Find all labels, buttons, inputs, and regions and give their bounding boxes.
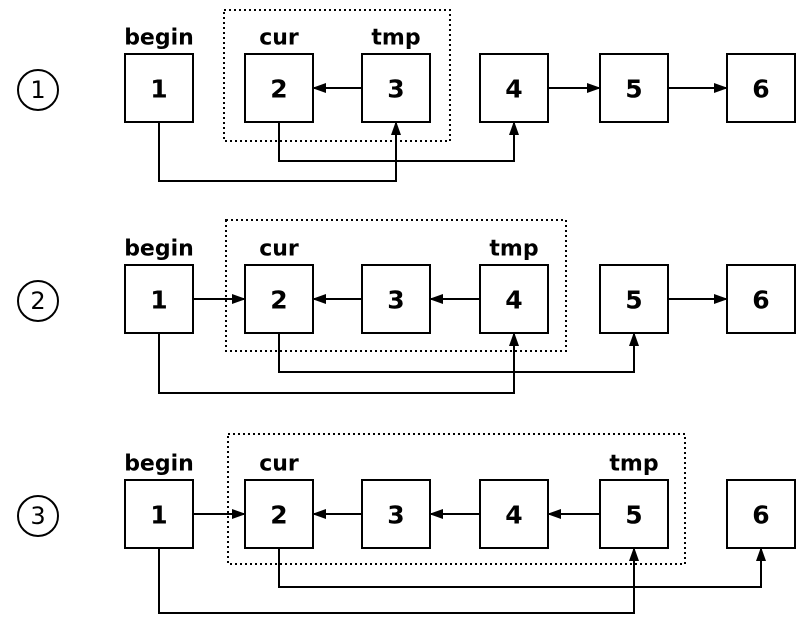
list-node: 2: [244, 53, 314, 123]
list-node: 1: [124, 479, 194, 549]
list-node: 3: [361, 479, 431, 549]
node-value: 4: [505, 501, 522, 530]
list-node: 1: [124, 53, 194, 123]
pointer-label-begin: begin: [124, 452, 194, 477]
window-rect: [227, 433, 686, 565]
node-value: 6: [752, 75, 769, 104]
node-value: 1: [150, 286, 167, 315]
begin-next-arrow: [158, 121, 401, 182]
pointer-label-begin: begin: [124, 237, 194, 262]
node-value: 3: [387, 75, 404, 104]
pointer-label-tmp: tmp: [489, 237, 538, 262]
node-value: 3: [387, 286, 404, 315]
list-node: 4: [479, 479, 549, 549]
list-node: 5: [599, 264, 669, 334]
cur-next-arrow: [278, 332, 639, 373]
step-indicator: 1: [17, 69, 59, 111]
node-value: 5: [625, 501, 642, 530]
node-value: 4: [505, 75, 522, 104]
step-number: 2: [30, 287, 45, 315]
list-node: 6: [726, 479, 796, 549]
list-node: 4: [479, 264, 549, 334]
node-value: 5: [625, 75, 642, 104]
node-value: 3: [387, 501, 404, 530]
step-number: 3: [30, 502, 45, 530]
list-node: 6: [726, 53, 796, 123]
node-value: 6: [752, 501, 769, 530]
cur-next-arrow: [278, 547, 766, 588]
list-node: 5: [599, 53, 669, 123]
pointer-label-cur: cur: [259, 26, 299, 51]
pointer-label-tmp: tmp: [609, 452, 658, 477]
window-rect: [223, 9, 451, 142]
node-value: 4: [505, 286, 522, 315]
node-value: 2: [270, 501, 287, 530]
step-indicator: 3: [17, 495, 59, 537]
node-value: 1: [150, 501, 167, 530]
step-number: 1: [30, 76, 45, 104]
node-value: 6: [752, 286, 769, 315]
list-node: 2: [244, 264, 314, 334]
begin-next-arrow: [158, 547, 639, 614]
list-node: 2: [244, 479, 314, 549]
list-node: 1: [124, 264, 194, 334]
step-indicator: 2: [17, 280, 59, 322]
cur-next-arrow: [278, 121, 519, 162]
pointer-label-begin: begin: [124, 26, 194, 51]
node-value: 2: [270, 75, 287, 104]
list-node: 3: [361, 264, 431, 334]
pointer-label-cur: cur: [259, 452, 299, 477]
pointer-label-cur: cur: [259, 237, 299, 262]
window-rect: [225, 219, 567, 352]
node-value: 2: [270, 286, 287, 315]
node-value: 1: [150, 75, 167, 104]
node-value: 5: [625, 286, 642, 315]
list-node: 5: [599, 479, 669, 549]
list-node: 3: [361, 53, 431, 123]
begin-next-arrow: [158, 332, 519, 394]
list-node: 6: [726, 264, 796, 334]
pointer-label-tmp: tmp: [371, 26, 420, 51]
list-node: 4: [479, 53, 549, 123]
